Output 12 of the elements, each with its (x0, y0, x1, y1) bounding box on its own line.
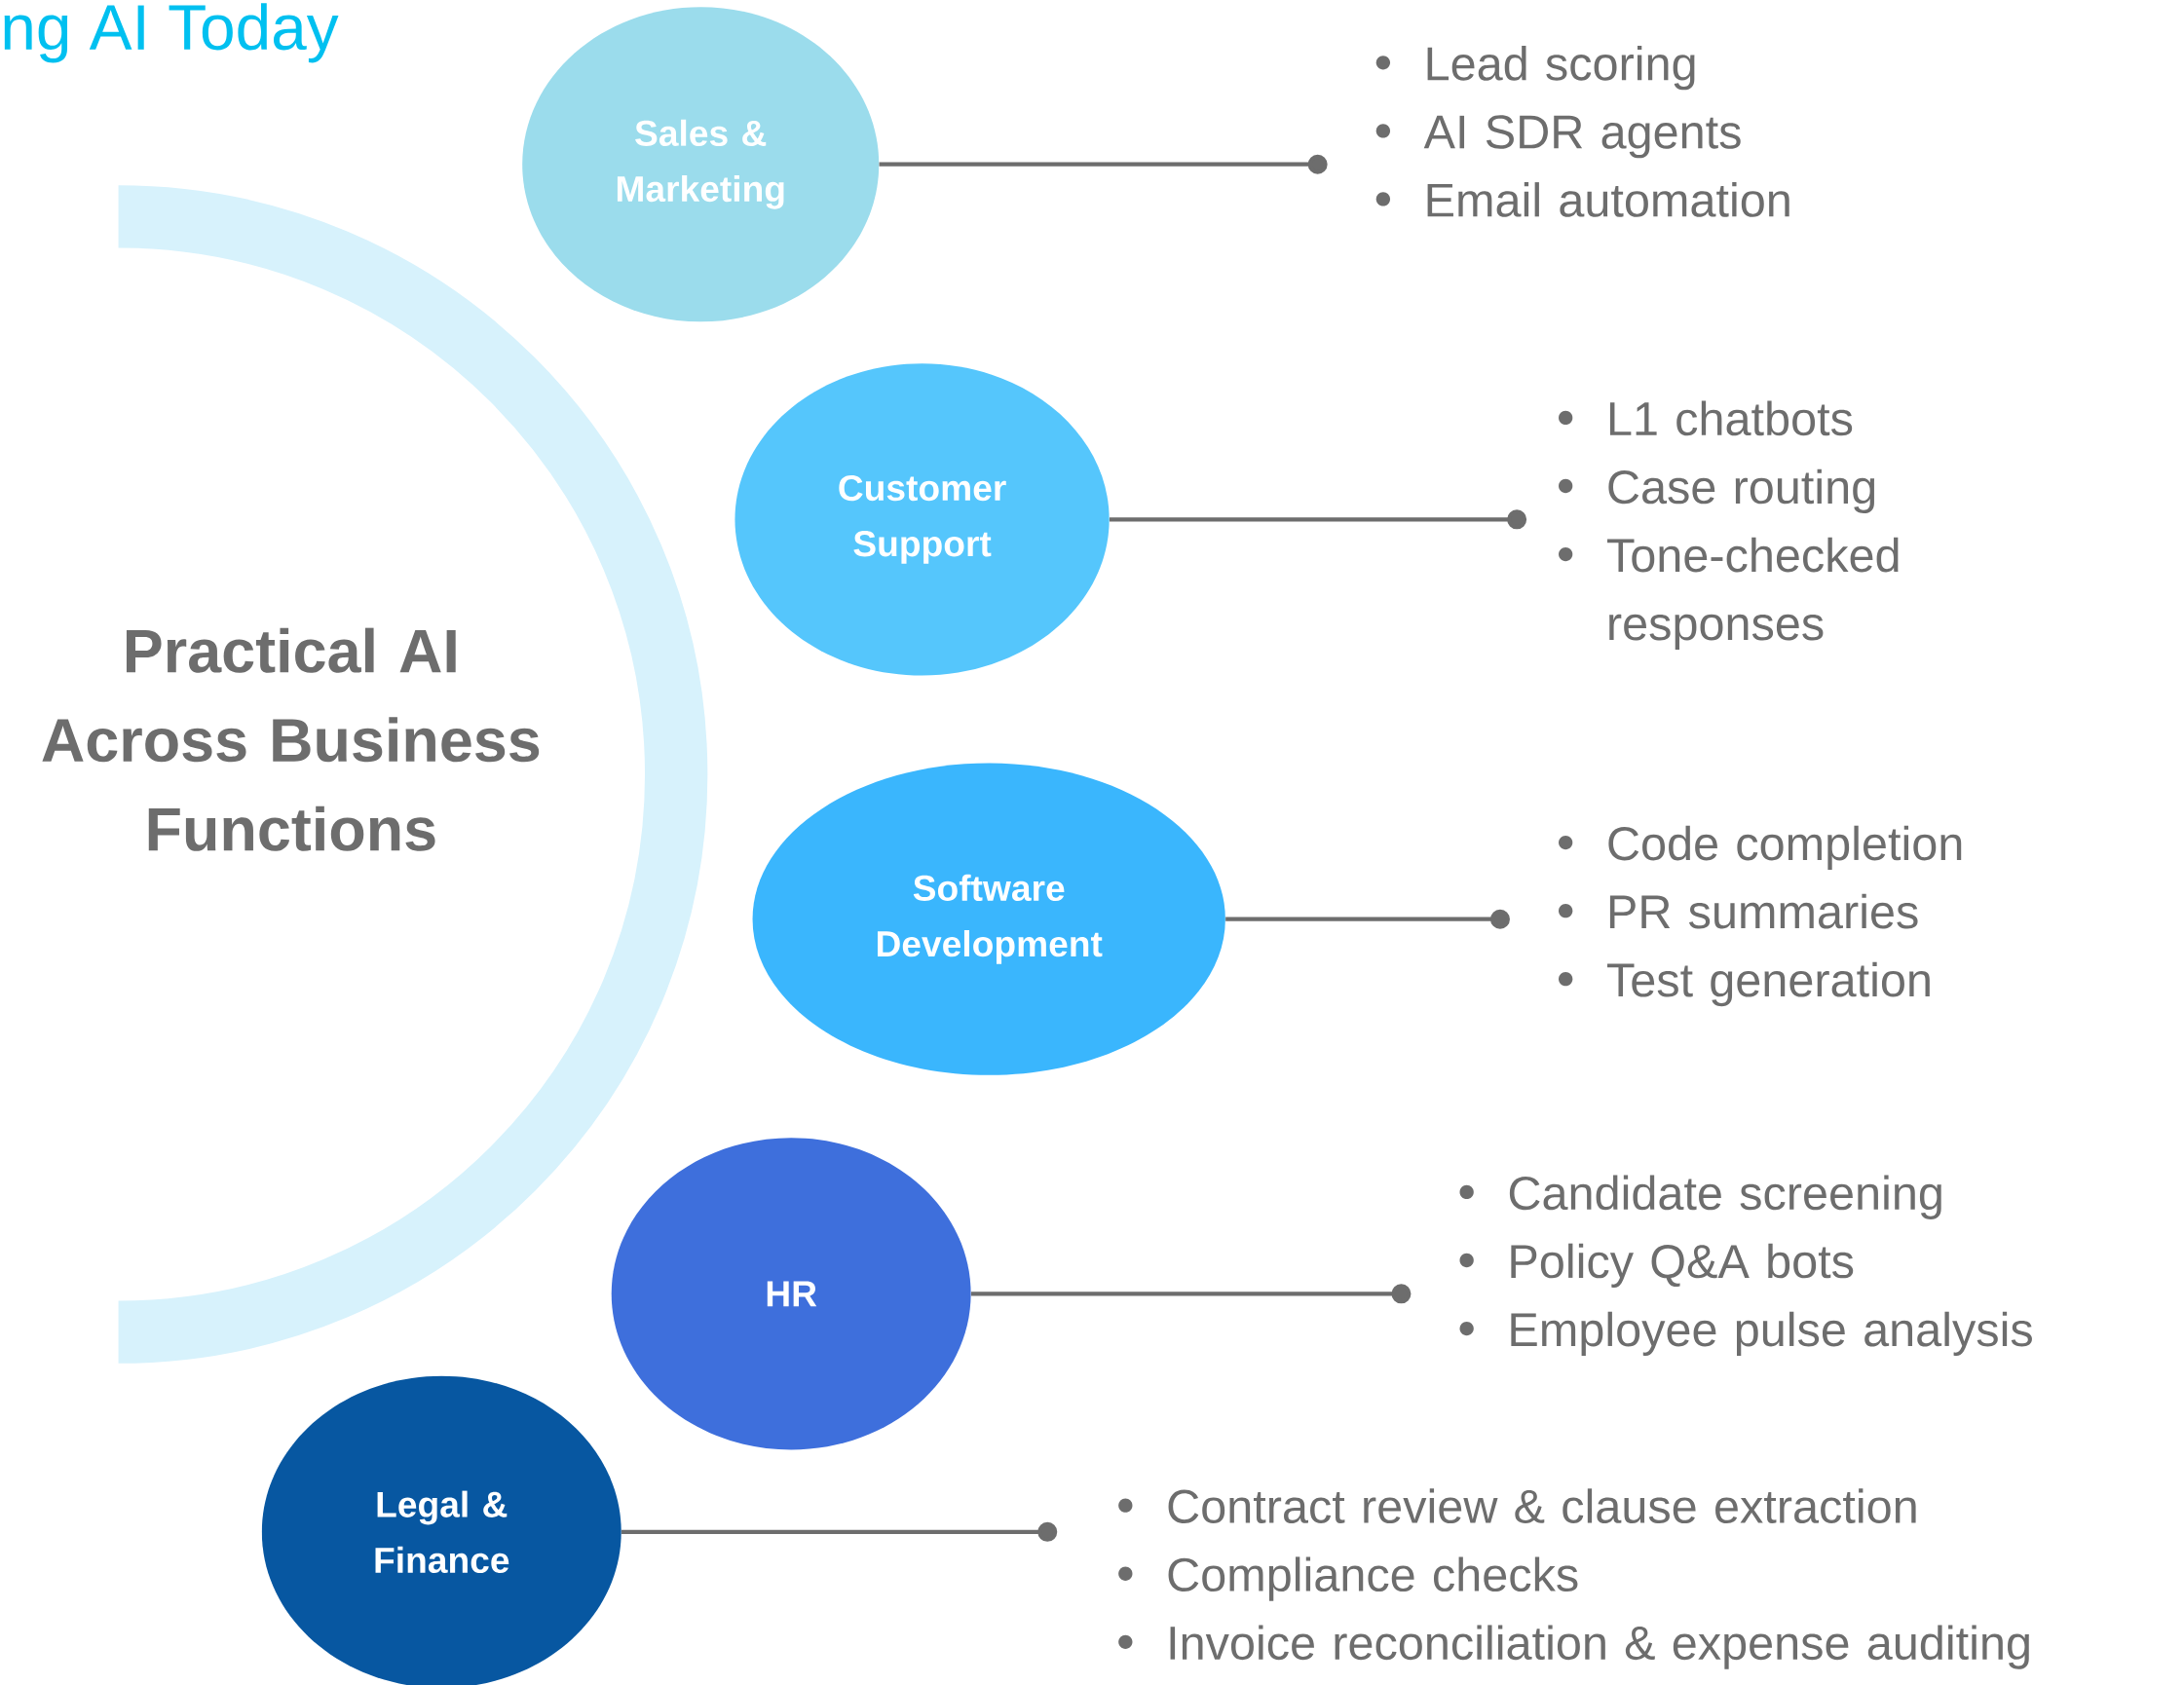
bullet-list: Candidate screening Policy Q&A bots Employee pulse analysis (1509, 1175, 2032, 1356)
center-label: Practical AI Across Business Functions (42, 627, 540, 851)
bullet-list: Code completion PR summaries Test generation (1607, 825, 1962, 1007)
title: ng AI Today (4, 3, 339, 63)
bullet-list: Lead scoring AI SDR agents Email automation (1423, 45, 1789, 217)
connector-line (1109, 509, 1527, 530)
bullet-list: L1 chatbots Case routing Tone-checked responses (1607, 400, 1899, 651)
connector-line (621, 1521, 1058, 1542)
connector-line (970, 1284, 1412, 1304)
connector-line (1225, 909, 1510, 929)
connector-line (879, 154, 1328, 174)
bullet-list: Contract review & clause extraction Compliance checks Invoice reconciliation & expense auditing (1168, 1488, 2029, 1669)
